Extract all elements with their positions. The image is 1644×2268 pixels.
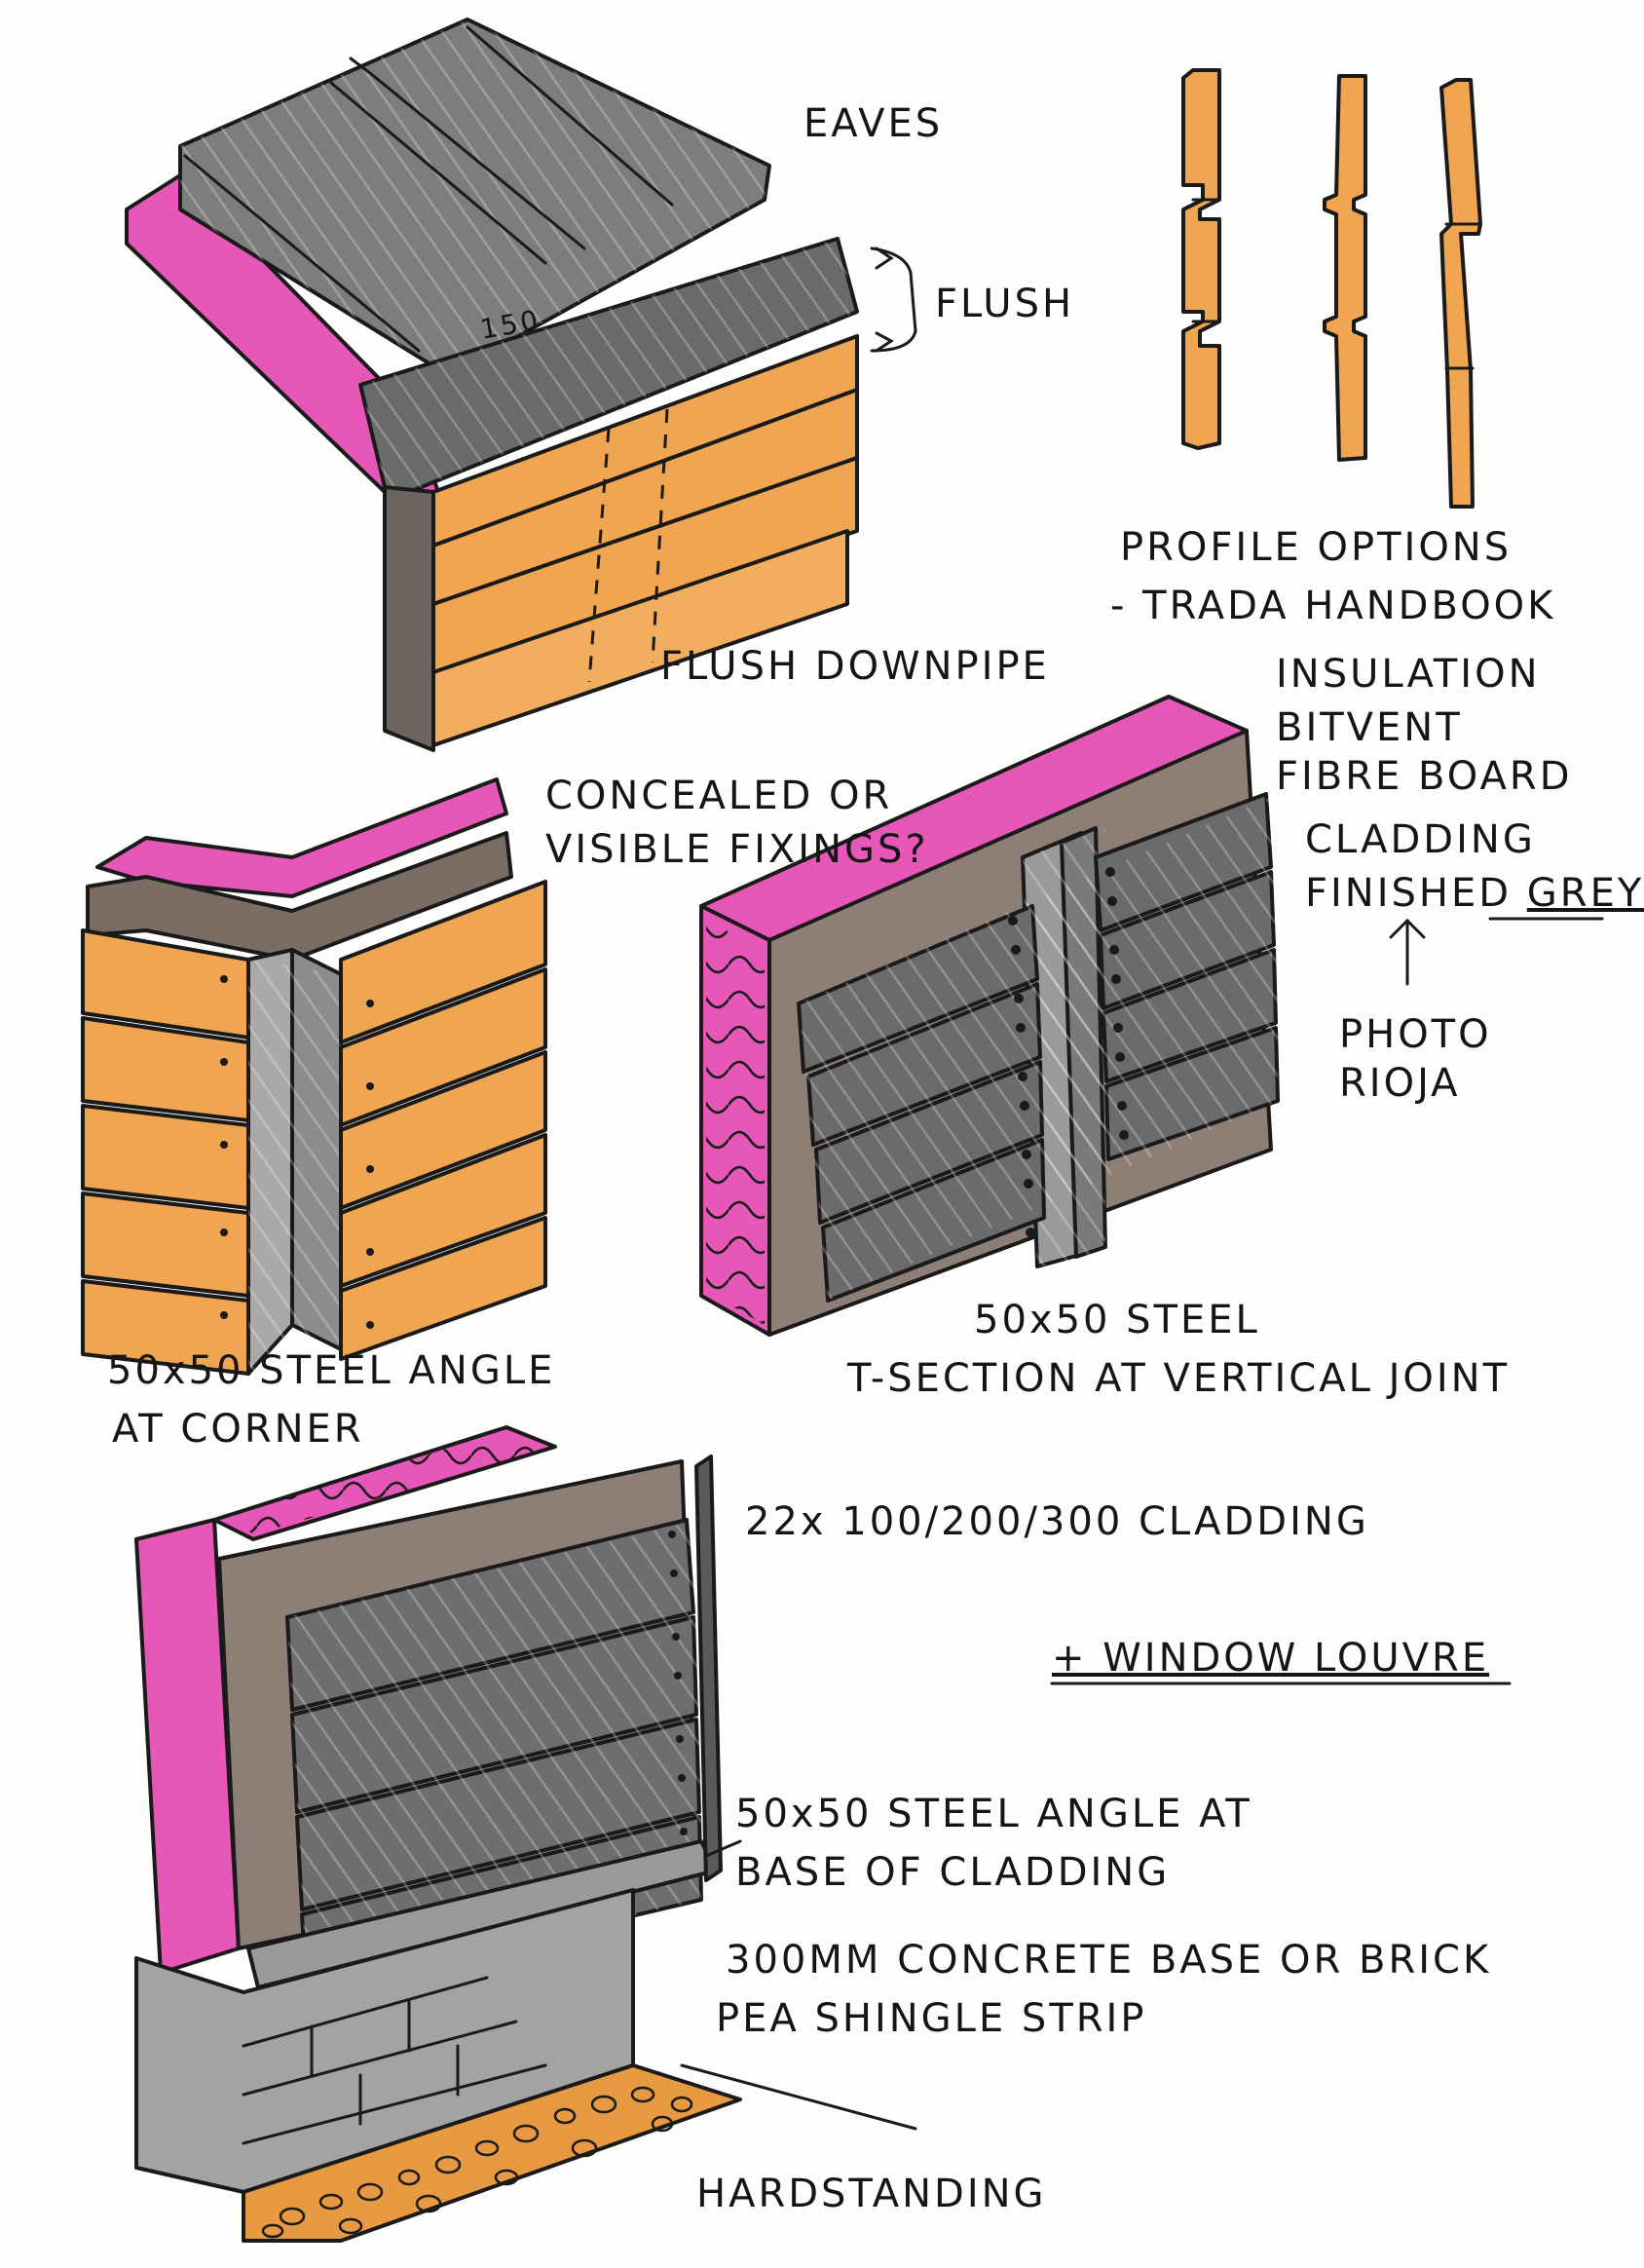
label-photo: PHOTO <box>1339 1012 1492 1057</box>
label-finished-grey: FINISHED GREY <box>1305 871 1644 916</box>
label-concrete-base: 300MM CONCRETE BASE OR BRICK <box>726 1938 1491 1983</box>
label-window-louvre: + WINDOW LOUVRE <box>1052 1636 1489 1681</box>
label-steel-t-2: T-SECTION AT VERTICAL JOINT <box>846 1356 1510 1401</box>
eaves-detail <box>125 18 917 752</box>
labels: EAVES FLUSH 150 FLUSH DOWNPIPE PROFILE O… <box>107 101 1644 2216</box>
label-steel-t-1: 50x50 STEEL <box>974 1298 1260 1342</box>
corner-detail <box>81 777 547 1376</box>
label-bitvent: BITVENT <box>1276 705 1463 750</box>
label-steel-angle-base-1: 50x50 STEEL ANGLE AT <box>735 1792 1252 1836</box>
roof-sheet-hatch <box>180 19 769 375</box>
label-cladding-sizes: 22x 100/200/300 CLADDING <box>745 1499 1369 1544</box>
t-fixings <box>1008 867 1129 1237</box>
label-eaves: EAVES <box>803 101 943 146</box>
base-fixings <box>668 1531 688 1835</box>
label-rioja: RIOJA <box>1339 1061 1461 1106</box>
label-profile-options-1: PROFILE OPTIONS <box>1120 525 1512 570</box>
profile-shiplap <box>1181 68 1221 450</box>
label-cladding: CLADDING <box>1305 817 1536 862</box>
label-steel-angle-corner-1: 50x50 STEEL ANGLE <box>107 1348 555 1393</box>
label-flush-downpipe: FLUSH DOWNPIPE <box>660 644 1050 689</box>
label-pea-shingle: PEA SHINGLE STRIP <box>716 1996 1146 2041</box>
eaves-side-wall <box>383 485 435 752</box>
profile-tongue-groove <box>1323 74 1367 462</box>
t-section-detail <box>699 695 1426 1337</box>
label-concealed-2: VISIBLE FIXINGS? <box>545 827 929 872</box>
label-finished: FINISHED <box>1305 871 1527 916</box>
label-concealed-1: CONCEALED OR <box>545 774 892 818</box>
base-detail <box>134 1425 917 2243</box>
pea-shingle-pebbles <box>261 2086 693 2239</box>
label-hardstanding: HARDSTANDING <box>696 2172 1047 2216</box>
label-steel-angle-base-2: BASE OF CLADDING <box>735 1850 1170 1895</box>
label-flush: FLUSH <box>935 282 1074 326</box>
label-steel-angle-corner-2: AT CORNER <box>112 1407 364 1452</box>
label-profile-options-2: - TRADA HANDBOOK <box>1110 584 1555 628</box>
corner-fixings <box>220 975 374 1329</box>
profile-options <box>1181 68 1482 509</box>
label-grey: GREY <box>1527 871 1644 916</box>
label-fibre-board: FIBRE BOARD <box>1276 754 1573 799</box>
label-insulation: INSULATION <box>1276 652 1540 697</box>
profile-feather-edge <box>1439 78 1482 509</box>
base-brick-courses <box>242 1976 547 2145</box>
